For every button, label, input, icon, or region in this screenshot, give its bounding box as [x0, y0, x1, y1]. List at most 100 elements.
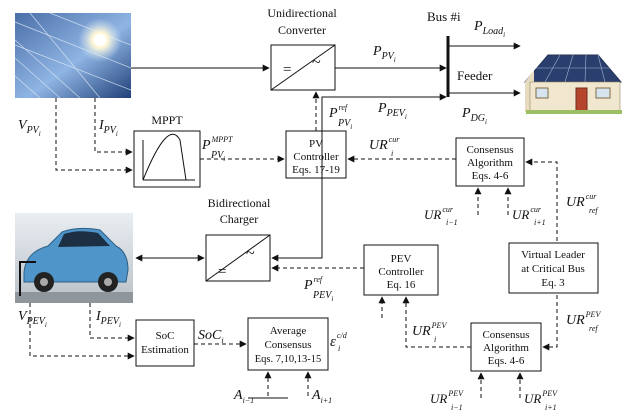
svg-text:i−1: i−1 — [446, 218, 458, 227]
solar-panel-photo — [14, 12, 132, 99]
svg-text:URPEV: URPEV — [412, 321, 447, 339]
svg-text:Eqs. 17-19: Eqs. 17-19 — [292, 164, 340, 176]
svg-text:Consensus: Consensus — [466, 144, 513, 156]
svg-text:PEVi: PEVi — [312, 290, 333, 303]
house-with-solar-roof — [523, 54, 623, 114]
label-p-pv-ref: Pref PVi — [328, 103, 352, 131]
svg-text:PPEVi: PPEVi — [377, 101, 407, 121]
soc-estimation-block: SoC Estimation — [135, 319, 195, 367]
label-ur-pev-im1: URPEV i−1 — [430, 389, 464, 412]
svg-text:Eq. 16: Eq. 16 — [387, 279, 416, 291]
svg-text:Eqs. 7,10,13-15: Eqs. 7,10,13-15 — [255, 354, 322, 365]
svg-text:Algorithm: Algorithm — [467, 157, 513, 169]
label-p-pev-ref: Pref PEVi — [303, 275, 333, 303]
label-soc: SoCi — [198, 328, 224, 345]
svg-text:at Critical Bus: at Critical Bus — [521, 263, 585, 275]
svg-text:Bidirectional: Bidirectional — [208, 196, 271, 210]
charger-bus-bidirectional-line — [271, 93, 447, 262]
svg-text:MPPT: MPPT — [151, 113, 183, 127]
svg-text:i: i — [391, 149, 393, 158]
svg-text:ref: ref — [589, 324, 599, 333]
svg-text:Bus #i: Bus #i — [427, 9, 461, 24]
svg-text:URcur: URcur — [512, 205, 542, 222]
bidirectional-charger: = ~ Bidirectional Charger — [205, 196, 271, 282]
label-ur-ref-pev: URPEV ref — [566, 310, 601, 333]
svg-text:Consensus: Consensus — [264, 339, 311, 351]
electric-vehicle-photo — [15, 213, 133, 303]
label-v-pev: VPEVi — [18, 309, 47, 329]
svg-text:PV: PV — [309, 138, 323, 150]
svg-text:URcur: URcur — [424, 205, 454, 222]
label-a-ip1: Ai+1 — [311, 388, 332, 405]
label-epsilon-cd: εc/d i — [330, 331, 348, 353]
svg-text:PEV: PEV — [391, 253, 412, 265]
average-consensus-block: Average Consensus Eqs. 7,10,13-15 — [247, 317, 329, 371]
svg-text:Virtual Leader: Virtual Leader — [521, 249, 585, 261]
pev-controller-block: PEV Controller Eq. 16 — [363, 244, 439, 296]
svg-text:VPEVi: VPEVi — [18, 309, 47, 329]
converter-tilde-symbol: ~ — [312, 54, 321, 71]
svg-text:URcur: URcur — [369, 135, 400, 153]
label-p-pv-top: PPVi — [372, 44, 396, 64]
converter-eq-symbol: = — [283, 62, 291, 78]
svg-text:SoC: SoC — [156, 330, 175, 342]
label-ur-pev-ip1: URPEV i+1 — [524, 389, 558, 412]
svg-text:Pref: Pref — [303, 275, 324, 293]
svg-text:Pref: Pref — [328, 103, 349, 121]
power-connections — [131, 42, 521, 262]
svg-text:Algorithm: Algorithm — [483, 342, 529, 354]
svg-text:PVi: PVi — [210, 150, 225, 163]
signal-connections — [29, 91, 558, 399]
virtual-leader-block: Virtual Leader at Critical Bus Eq. 3 — [508, 242, 599, 294]
svg-text:Controller: Controller — [293, 151, 339, 163]
label-ur-cur-im1: URcur i−1 — [424, 205, 458, 227]
svg-text:SoCi: SoCi — [198, 328, 224, 345]
mppt-block: MPPT — [133, 113, 201, 188]
svg-text:i: i — [338, 344, 340, 353]
label-p-pev: PPEVi — [377, 101, 407, 121]
svg-text:IPVi: IPVi — [98, 118, 118, 138]
svg-text:Unidirectional: Unidirectional — [267, 6, 337, 20]
svg-text:URPEV: URPEV — [524, 389, 558, 406]
svg-text:ref: ref — [589, 206, 599, 215]
svg-text:Feeder: Feeder — [457, 68, 493, 83]
unidirectional-converter: = ~ Unidirectional Converter — [267, 6, 337, 91]
svg-text:Controller: Controller — [378, 266, 424, 278]
charger-tilde-symbol: ~ — [246, 245, 255, 262]
consensus-algorithm-top-block: Consensus Algorithm Eqs. 4-6 — [455, 137, 525, 187]
svg-text:PPVi: PPVi — [372, 44, 396, 64]
svg-text:i+1: i+1 — [534, 218, 546, 227]
svg-text:PDGi: PDGi — [461, 106, 487, 126]
pv-controller-block: PV Controller Eqs. 17-19 — [285, 130, 347, 179]
svg-text:Consensus: Consensus — [482, 329, 529, 341]
bus-i: Bus #i Feeder — [427, 9, 493, 97]
svg-text:PLoadi: PLoadi — [473, 19, 505, 39]
svg-text:Estimation: Estimation — [141, 344, 189, 356]
svg-text:εc/d: εc/d — [330, 331, 348, 350]
svg-text:Average: Average — [270, 325, 307, 337]
svg-text:Ai+1: Ai+1 — [311, 388, 332, 405]
svg-text:i: i — [434, 335, 436, 344]
label-a-im1: Ai−1 — [233, 388, 254, 405]
label-i-pev: IPEVi — [95, 309, 121, 329]
svg-text:URPEV: URPEV — [566, 310, 601, 328]
svg-text:Eqs. 4-6: Eqs. 4-6 — [472, 170, 509, 182]
label-p-dg: PDGi — [461, 106, 487, 126]
label-p-pv-mppt: PMPPT PVi — [201, 135, 233, 163]
label-ur-cur: URcur i — [369, 135, 400, 158]
charger-eq-symbol: = — [218, 264, 226, 280]
svg-text:IPEVi: IPEVi — [95, 309, 121, 329]
svg-text:Eqs. 4-6: Eqs. 4-6 — [488, 355, 525, 367]
label-v-pv: VPVi — [18, 118, 41, 138]
svg-text:VPVi: VPVi — [18, 118, 41, 138]
svg-text:PMPPT: PMPPT — [201, 135, 233, 153]
label-p-load: PLoadi — [473, 19, 505, 39]
svg-text:i+1: i+1 — [545, 403, 557, 412]
svg-text:Converter: Converter — [278, 23, 326, 37]
label-ur-ref-cur: URcur ref — [566, 192, 599, 215]
svg-text:URcur: URcur — [566, 192, 597, 210]
svg-text:Ai−1: Ai−1 — [233, 388, 254, 405]
svg-text:Eq. 3: Eq. 3 — [541, 277, 565, 289]
svg-text:i−1: i−1 — [451, 403, 463, 412]
